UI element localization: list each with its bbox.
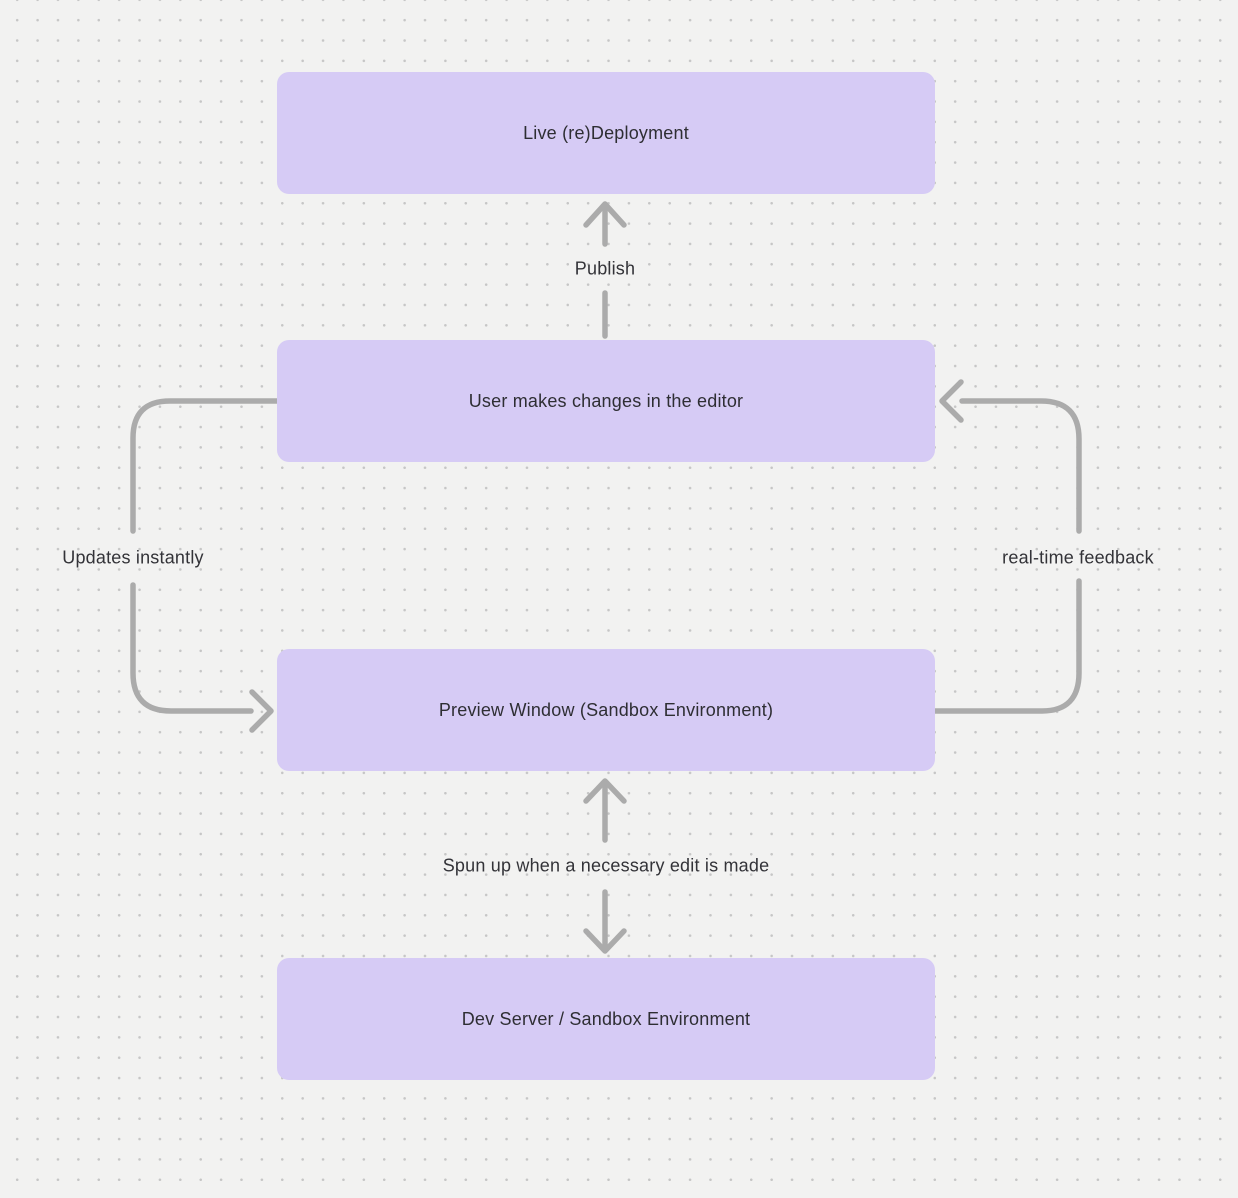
arrowhead-up-icon — [583, 778, 627, 804]
node-dev-server-label: Dev Server / Sandbox Environment — [461, 1008, 751, 1029]
node-editor-label: User makes changes in the editor — [468, 390, 744, 411]
node-live-deployment-label: Live (re)Deployment — [523, 122, 689, 143]
arrowhead-right-icon — [249, 689, 274, 733]
real-time-feedback-arrow[interactable] — [932, 379, 1082, 714]
arrowhead-down-icon — [583, 928, 627, 954]
node-preview-window[interactable]: Preview Window (Sandbox Environment) — [277, 649, 935, 771]
updates-instantly-lower-segment — [130, 582, 254, 714]
publish-arrow[interactable] — [583, 201, 627, 339]
edge-label-publish[interactable]: Publish — [574, 258, 636, 279]
real-time-feedback-upper-segment — [959, 398, 1082, 534]
updates-instantly-upper-segment — [130, 398, 280, 534]
real-time-feedback-lower-segment — [932, 578, 1082, 714]
arrowhead-up-icon — [583, 201, 627, 228]
edge-label-spun-up[interactable]: Spun up when a necessary edit is made — [442, 855, 770, 876]
spun-up-arrow[interactable] — [583, 778, 627, 954]
updates-instantly-arrow[interactable] — [130, 398, 280, 733]
arrowhead-left-icon — [939, 379, 964, 423]
edge-label-real-time-feedback[interactable]: real-time feedback — [1002, 547, 1154, 568]
node-preview-window-label: Preview Window (Sandbox Environment) — [438, 699, 774, 720]
node-editor[interactable]: User makes changes in the editor — [277, 340, 935, 462]
node-dev-server[interactable]: Dev Server / Sandbox Environment — [277, 958, 935, 1080]
node-live-deployment[interactable]: Live (re)Deployment — [277, 72, 935, 194]
edge-label-updates-instantly[interactable]: Updates instantly — [62, 547, 204, 568]
